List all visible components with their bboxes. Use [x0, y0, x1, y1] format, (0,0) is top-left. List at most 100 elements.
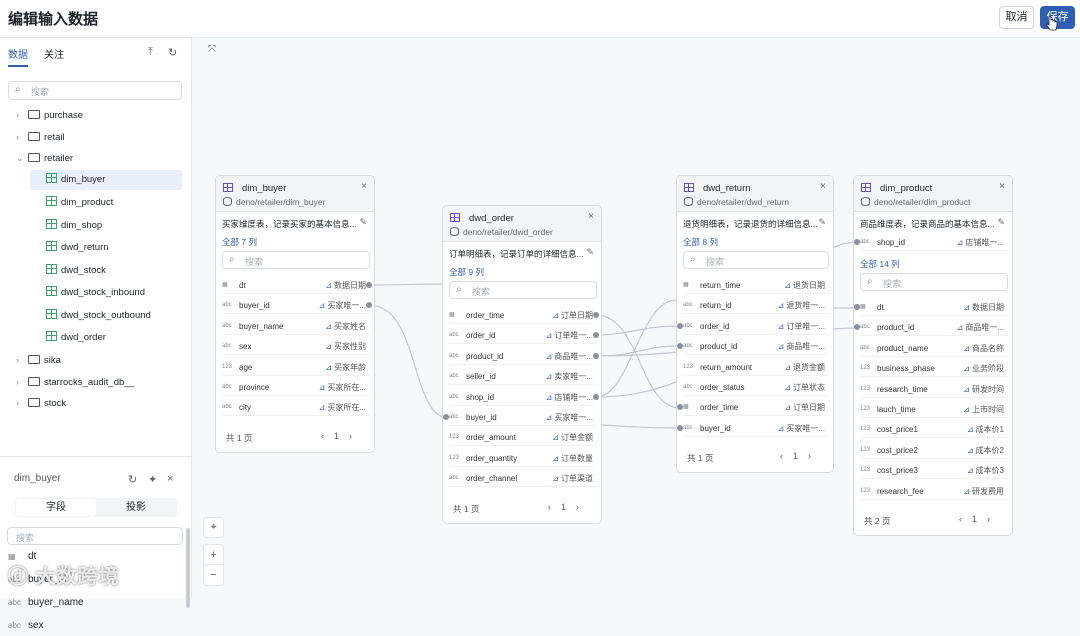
connector-dot[interactable]: [366, 282, 372, 288]
chevron-down-icon[interactable]: ⌄: [16, 153, 24, 163]
column-row[interactable]: ▦order_time订单日期: [449, 307, 597, 324]
tree-folder[interactable]: ›sika: [16, 350, 61, 370]
lineage-canvas[interactable]: ⤧ ⌖ + −: [193, 38, 1080, 598]
cancel-button[interactable]: 取消: [999, 6, 1034, 29]
next-page-icon[interactable]: ›: [987, 514, 991, 524]
connector-dot[interactable]: [593, 352, 599, 359]
tree-table-item[interactable]: dwd_stock_inbound: [30, 283, 182, 303]
close-icon[interactable]: ×: [167, 473, 174, 485]
pin-icon[interactable]: ✦: [148, 474, 158, 486]
close-icon[interactable]: ×: [588, 211, 594, 222]
column-row[interactable]: abcsex买家性别: [222, 338, 370, 356]
refresh-icon[interactable]: ↻: [168, 47, 178, 59]
field-list-item[interactable]: ▦dt: [8, 551, 36, 562]
connector-dot[interactable]: [593, 332, 599, 339]
edit-icon[interactable]: ✎: [586, 247, 594, 257]
prev-page-icon[interactable]: ‹: [321, 430, 324, 441]
close-icon[interactable]: ×: [361, 181, 367, 192]
tree-folder[interactable]: ›purchase: [16, 105, 83, 125]
connector-dot[interactable]: [677, 424, 683, 431]
seg-projection[interactable]: 投影: [126, 502, 146, 513]
column-row[interactable]: abccity买家所在...: [222, 399, 370, 417]
column-row[interactable]: ▦return_time退货日期: [683, 277, 829, 294]
connector-dot[interactable]: [854, 324, 860, 331]
column-row[interactable]: abcbuyer_id买家唯一...: [449, 409, 597, 426]
tree-table-item[interactable]: dim_shop: [30, 216, 182, 236]
close-icon[interactable]: ×: [999, 181, 1005, 192]
column-row[interactable]: abcreturn_id退货唯一...: [683, 297, 829, 315]
field-scrollbar[interactable]: [186, 528, 190, 608]
connector-dot[interactable]: [854, 239, 860, 245]
column-row[interactable]: abcprovince买家所在...: [222, 379, 370, 396]
chevron-right-icon[interactable]: ›: [16, 398, 19, 408]
tree-folder[interactable]: ⌄retailer: [16, 148, 73, 168]
next-page-icon[interactable]: ›: [576, 501, 580, 512]
chevron-right-icon[interactable]: ›: [16, 355, 19, 365]
edit-icon[interactable]: ✎: [997, 217, 1005, 227]
column-row[interactable]: abcproduct_id商品唯一...: [449, 348, 597, 365]
column-search-input[interactable]: ⌕搜索: [449, 281, 597, 299]
tree-table-item[interactable]: dim_product: [30, 193, 182, 213]
column-row[interactable]: abcshop_id店铺唯一...: [860, 234, 1008, 251]
column-row[interactable]: abcproduct_id商品唯一...: [683, 338, 829, 356]
connector-dot[interactable]: [677, 404, 683, 411]
connector-dot[interactable]: [677, 343, 683, 350]
tab-follow[interactable]: 关注: [44, 50, 64, 61]
page-number[interactable]: 1: [334, 430, 340, 441]
seg-fields[interactable]: 字段: [16, 499, 96, 516]
column-row[interactable]: abcorder_id订单唯一...: [683, 318, 829, 335]
next-page-icon[interactable]: ›: [808, 451, 812, 462]
column-row[interactable]: abcproduct_id商品唯一...: [860, 319, 1008, 337]
prev-page-icon[interactable]: ‹: [959, 514, 962, 524]
column-count[interactable]: 全部 7 列: [222, 237, 257, 247]
tree-table-item[interactable]: dwd_order: [30, 328, 182, 348]
chevron-right-icon[interactable]: ›: [16, 132, 19, 142]
tree-folder[interactable]: ›stock: [16, 393, 66, 413]
expand-icon[interactable]: ⤧: [208, 44, 216, 55]
column-row[interactable]: abcbuyer_id买家唯一...: [683, 420, 829, 437]
page-number[interactable]: 1: [793, 451, 799, 462]
zoom-in-icon[interactable]: +: [204, 545, 223, 565]
zoom-out-icon[interactable]: −: [210, 569, 217, 581]
column-row[interactable]: ▦order_time订单日期: [683, 399, 829, 417]
refresh-icon[interactable]: ↻: [128, 474, 138, 486]
tree-table-item[interactable]: dwd_return: [30, 238, 182, 258]
tree-folder[interactable]: ›starrocks_audit_db__: [16, 372, 135, 392]
column-count[interactable]: 全部 8 列: [683, 237, 718, 247]
column-search-input[interactable]: ⌕搜索: [683, 251, 829, 269]
column-count[interactable]: 全部 9 列: [449, 267, 484, 277]
column-count[interactable]: 全部 14 列: [860, 259, 900, 269]
close-icon[interactable]: ×: [820, 181, 826, 192]
next-page-icon[interactable]: ›: [349, 430, 353, 441]
connector-dot[interactable]: [593, 393, 599, 400]
prev-page-icon[interactable]: ‹: [780, 451, 783, 462]
sidebar-search-input[interactable]: ⌕ 搜索: [8, 81, 182, 100]
column-row[interactable]: abcseller_id卖家唯一...: [449, 368, 597, 386]
tree-table-item[interactable]: dwd_stock_outbound: [30, 306, 182, 326]
tree-table-item[interactable]: dim_buyer: [30, 170, 182, 190]
page-number[interactable]: 1: [972, 514, 978, 524]
column-row[interactable]: ▦dt数据日期: [222, 277, 370, 294]
